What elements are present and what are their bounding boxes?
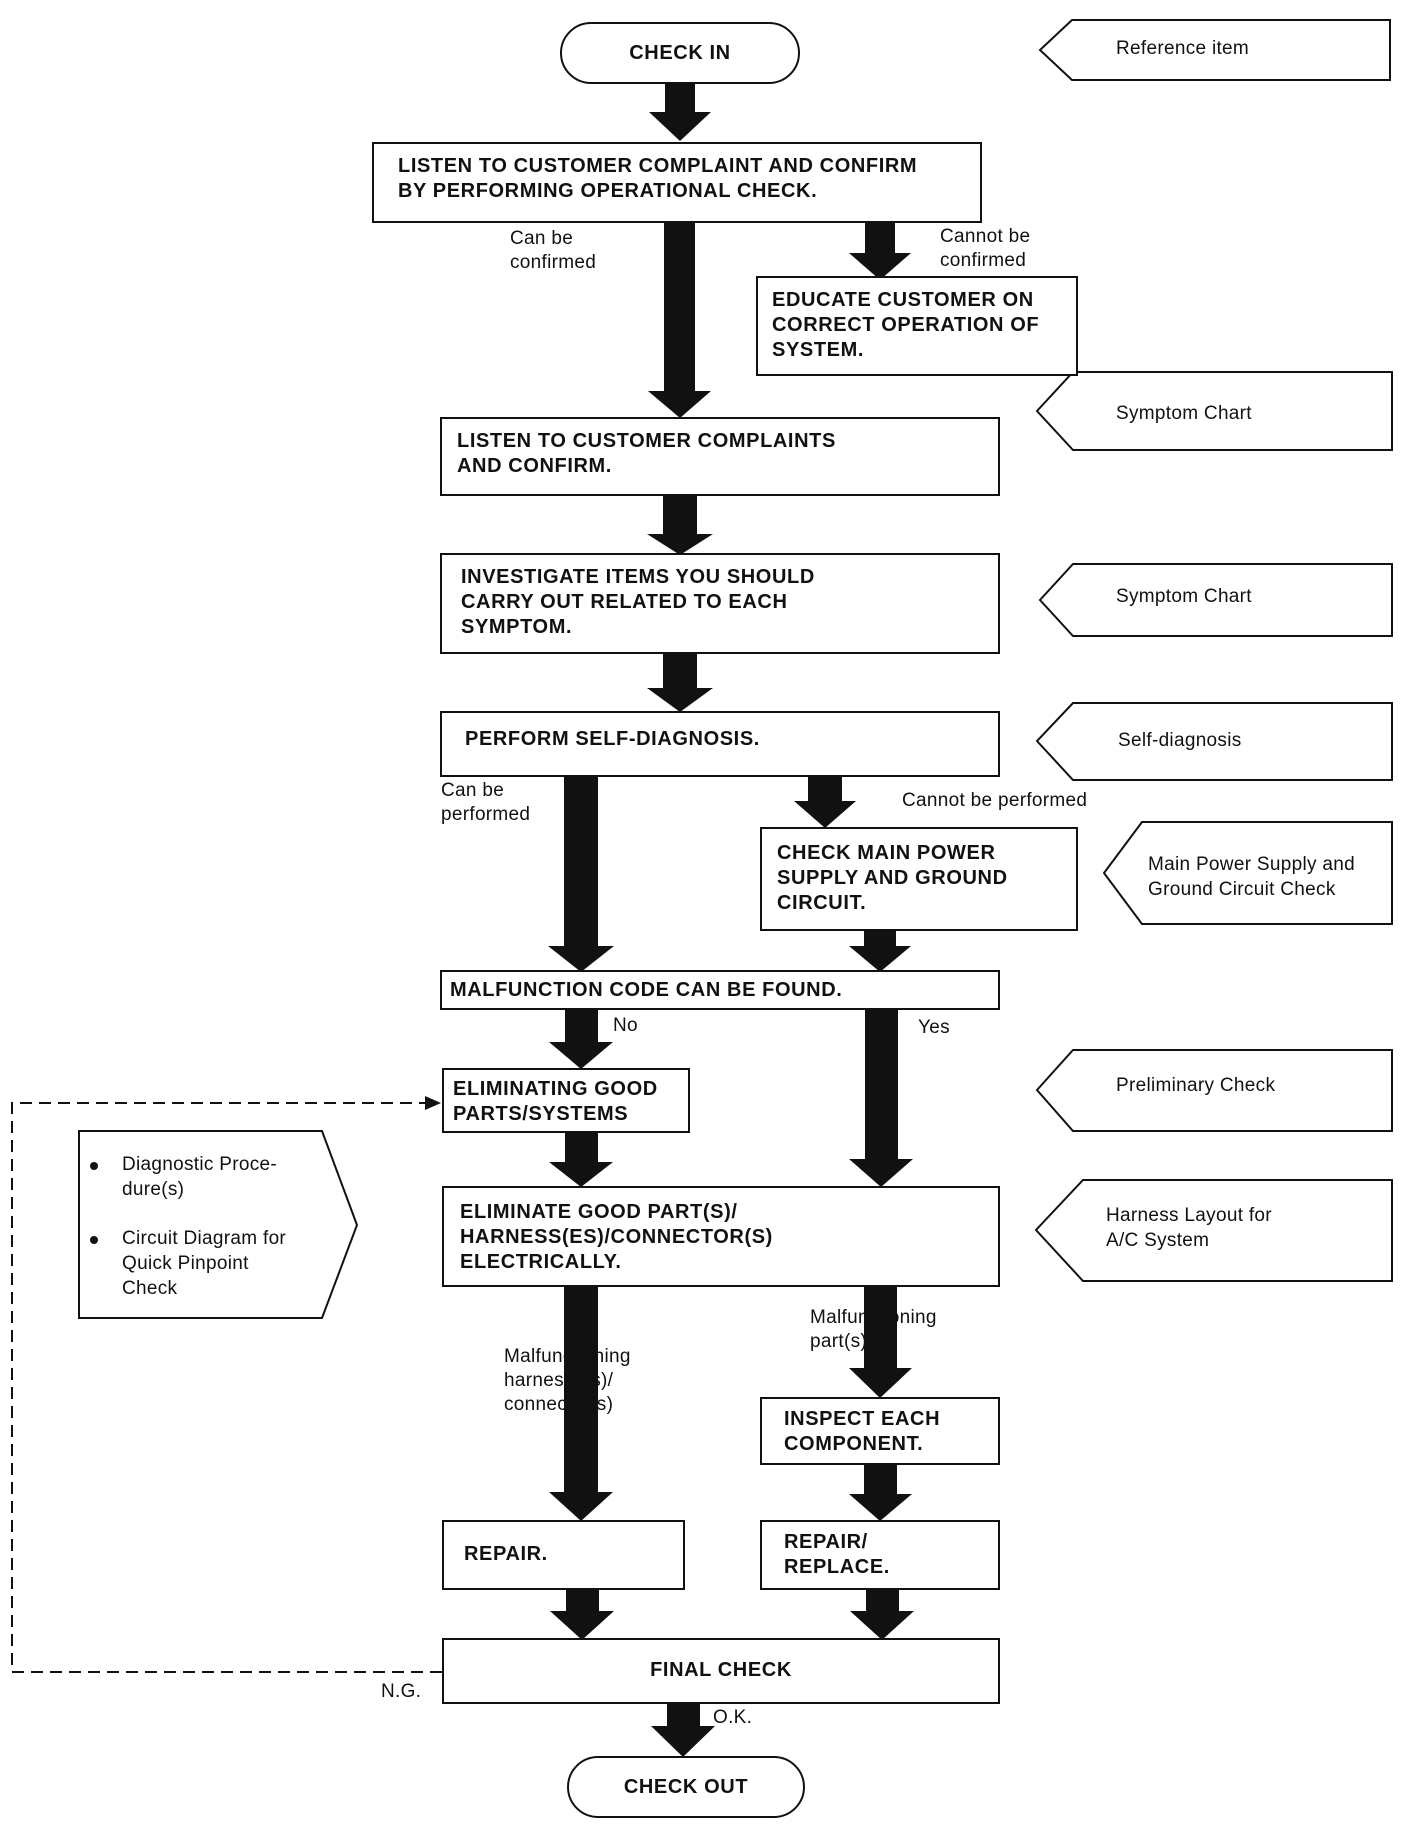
ref-tag-left-procedures xyxy=(78,1130,359,1319)
repair-replace-text: REPAIR/ REPLACE. xyxy=(784,1531,890,1578)
ref-text-self-diagnosis: Self-diagnosis xyxy=(1118,730,1242,751)
left-ref-bullet-2 xyxy=(90,1236,98,1244)
arrow-final-checkout xyxy=(651,1702,715,1757)
ref-tag-self-diagnosis xyxy=(1035,702,1393,781)
ref-text-preliminary: Preliminary Check xyxy=(1116,1075,1276,1096)
malfunction-code-text: MALFUNCTION CODE CAN BE FOUND. xyxy=(450,979,843,1001)
arrow-malfunction-eliminating xyxy=(549,1008,613,1069)
listen-confirm-text: LISTEN TO CUSTOMER COMPLAINT AND CONFIRM… xyxy=(398,155,918,202)
repair-box: REPAIR. xyxy=(442,1520,685,1590)
arrow-power-malfunction xyxy=(849,929,911,972)
ref-tag-main-power xyxy=(1102,821,1393,925)
arrow-electrical-inspect xyxy=(849,1285,912,1398)
label-cannot-be-confirmed: Cannot be confirmed xyxy=(940,226,1031,271)
check-out-terminal: CHECK OUT xyxy=(567,1756,805,1818)
ref-tag-symptom-1 xyxy=(1035,371,1393,451)
final-check-box: FINAL CHECK xyxy=(442,1638,1000,1704)
ref-text-harness: Harness Layout for A/C System xyxy=(1106,1205,1272,1251)
left-ref-text-2: Circuit Diagram for Quick Pinpoint Check xyxy=(122,1228,287,1299)
check-power-text: CHECK MAIN POWER SUPPLY AND GROUND CIRCU… xyxy=(777,842,1008,914)
ref-text-reference-item: Reference item xyxy=(1116,38,1250,59)
repair-replace-box: REPAIR/ REPLACE. xyxy=(760,1520,1000,1590)
educate-customer-text: EDUCATE CUSTOMER ON CORRECT OPERATION OF… xyxy=(772,289,1040,361)
arrow-malfunction-electrical xyxy=(849,1008,913,1187)
check-in-terminal: CHECK IN xyxy=(560,22,800,84)
repair-text: REPAIR. xyxy=(464,1543,548,1565)
ref-tag-symptom-2 xyxy=(1038,563,1393,637)
arrow-dashed-head xyxy=(425,1096,441,1110)
label-can-be-confirmed: Can be confirmed xyxy=(510,228,597,273)
label-cannot-be-performed: Cannot be performed xyxy=(902,790,1088,811)
ref-tag-reference-item xyxy=(1038,19,1391,81)
label-yes: Yes xyxy=(918,1017,950,1038)
listen-confirm-box: LISTEN TO CUSTOMER COMPLAINT AND CONFIRM… xyxy=(372,142,982,223)
dashed-return-line xyxy=(11,1102,442,1673)
left-ref-bullet-1 xyxy=(90,1162,98,1170)
arrow-selfdiag-power xyxy=(794,775,856,828)
inspect-each-box: INSPECT EACH COMPONENT. xyxy=(760,1397,1000,1465)
self-diagnosis-text: PERFORM SELF-DIAGNOSIS. xyxy=(465,728,760,750)
malfunction-code-box: MALFUNCTION CODE CAN BE FOUND. xyxy=(440,970,1000,1010)
ref-text-main-power: Main Power Supply and Ground Circuit Che… xyxy=(1148,854,1355,900)
label-malfunctioning-parts: Malfunctioning part(s) xyxy=(810,1307,937,1352)
arrow-inspect-replace xyxy=(849,1463,912,1521)
arrow-replace-final xyxy=(850,1588,914,1640)
label-ng: N.G. xyxy=(381,1681,422,1702)
educate-customer-box: EDUCATE CUSTOMER ON CORRECT OPERATION OF… xyxy=(756,276,1078,376)
arrow-investigate-selfdiag xyxy=(647,654,713,712)
eliminating-good-text: ELIMINATING GOOD PARTS/SYSTEMS xyxy=(453,1078,658,1125)
investigate-items-text: INVESTIGATE ITEMS YOU SHOULD CARRY OUT R… xyxy=(461,566,815,638)
eliminate-electrically-box: ELIMINATE GOOD PART(S)/ HARNESS(ES)/CONN… xyxy=(442,1186,1000,1287)
ref-text-symptom-1: Symptom Chart xyxy=(1116,403,1252,424)
inspect-each-text: INSPECT EACH COMPONENT. xyxy=(784,1408,941,1455)
arrow-eliminating-electrical xyxy=(549,1132,613,1187)
final-check-text: FINAL CHECK xyxy=(650,1659,792,1681)
arrow-complaints-investigate xyxy=(647,495,713,555)
label-no: No xyxy=(613,1015,638,1036)
label-can-be-performed: Can be performed xyxy=(441,780,531,825)
arrow-repair-final xyxy=(550,1588,614,1640)
label-malfunctioning-harness: Malfunctioning harness(es)/ connector(s) xyxy=(504,1346,631,1415)
left-ref-text-1: Diagnostic Proce- dure(s) xyxy=(122,1154,278,1200)
arrow-electrical-repair xyxy=(549,1285,613,1521)
label-ok: O.K. xyxy=(713,1707,753,1728)
arrow-listen-educate xyxy=(849,221,911,280)
ref-text-symptom-2: Symptom Chart xyxy=(1116,586,1252,607)
eliminate-electrically-text: ELIMINATE GOOD PART(S)/ HARNESS(ES)/CONN… xyxy=(460,1201,773,1273)
arrow-listen-complaints xyxy=(648,221,711,418)
self-diagnosis-box: PERFORM SELF-DIAGNOSIS. xyxy=(440,711,1000,777)
ref-tag-preliminary xyxy=(1035,1049,1393,1132)
arrow-checkin-listen xyxy=(649,82,711,141)
investigate-items-box: INVESTIGATE ITEMS YOU SHOULD CARRY OUT R… xyxy=(440,553,1000,654)
listen-complaints-text: LISTEN TO CUSTOMER COMPLAINTS AND CONFIR… xyxy=(457,430,836,477)
check-in-label: CHECK IN xyxy=(629,41,731,64)
check-out-label: CHECK OUT xyxy=(623,1775,749,1798)
ref-tag-harness xyxy=(1034,1179,1393,1282)
eliminating-good-box: ELIMINATING GOOD PARTS/SYSTEMS xyxy=(442,1068,690,1133)
listen-complaints-box: LISTEN TO CUSTOMER COMPLAINTS AND CONFIR… xyxy=(440,417,1000,496)
check-power-box: CHECK MAIN POWER SUPPLY AND GROUND CIRCU… xyxy=(760,827,1078,931)
arrow-selfdiag-malfunction xyxy=(548,775,614,972)
